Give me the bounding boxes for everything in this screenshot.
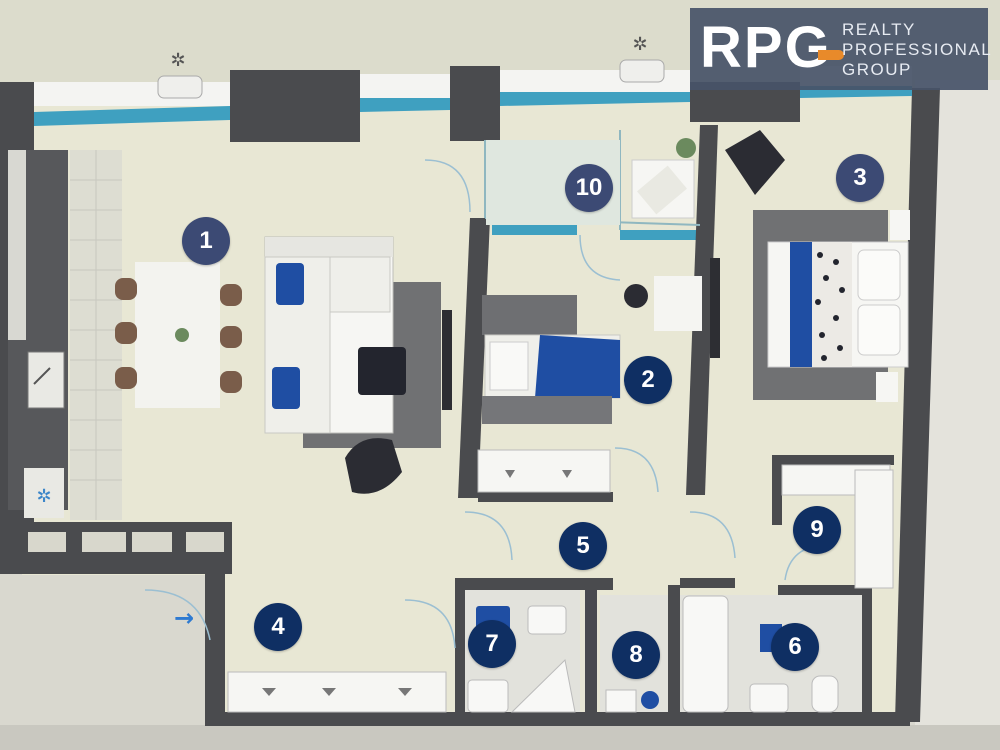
kitchen-tile-grid bbox=[70, 150, 122, 520]
bedroom-3-furniture bbox=[725, 130, 910, 589]
room-badge-2: 2 bbox=[624, 356, 672, 404]
room-badge-9: 9 bbox=[793, 506, 841, 554]
zone-10-furniture bbox=[631, 138, 696, 219]
svg-text:✲: ✲ bbox=[170, 50, 185, 71]
logo-accent bbox=[818, 50, 844, 60]
wc-8-fixtures bbox=[605, 689, 659, 713]
living-area bbox=[264, 236, 452, 494]
dining-table bbox=[115, 262, 242, 408]
room-badge-6: 6 bbox=[771, 623, 819, 671]
terrace-planters: ✲ ✲ bbox=[157, 34, 665, 99]
logo-line-3: GROUP bbox=[842, 60, 912, 79]
paper-edge-bottom bbox=[0, 725, 1000, 750]
kitchen: ✲ bbox=[8, 150, 68, 518]
bedroom-2-furniture bbox=[477, 258, 720, 493]
kitchen-wall-openings bbox=[28, 532, 224, 552]
room-badge-4: 4 bbox=[254, 603, 302, 651]
logo-line-1: REALTY bbox=[842, 20, 916, 39]
svg-text:✲: ✲ bbox=[36, 486, 51, 507]
room-badge-10: 10 bbox=[565, 164, 613, 212]
room-badge-5: 5 bbox=[559, 522, 607, 570]
svg-text:✲: ✲ bbox=[632, 34, 647, 55]
bathroom-7-fixtures bbox=[467, 605, 576, 713]
logo-line-2: PROFESSIONAL bbox=[842, 40, 993, 59]
room-badge-7: 7 bbox=[468, 620, 516, 668]
hall-wardrobe bbox=[227, 671, 447, 713]
room-badge-8: 8 bbox=[612, 631, 660, 679]
room-badge-3: 3 bbox=[836, 154, 884, 202]
door-swings bbox=[144, 159, 829, 649]
logo-mark: RPG bbox=[700, 15, 832, 80]
arrow-right-icon: → bbox=[174, 604, 195, 632]
company-logo: RPG REALTY PROFESSIONAL GROUP bbox=[690, 8, 991, 90]
windows bbox=[34, 84, 912, 240]
room-badge-1: 1 bbox=[182, 217, 230, 265]
